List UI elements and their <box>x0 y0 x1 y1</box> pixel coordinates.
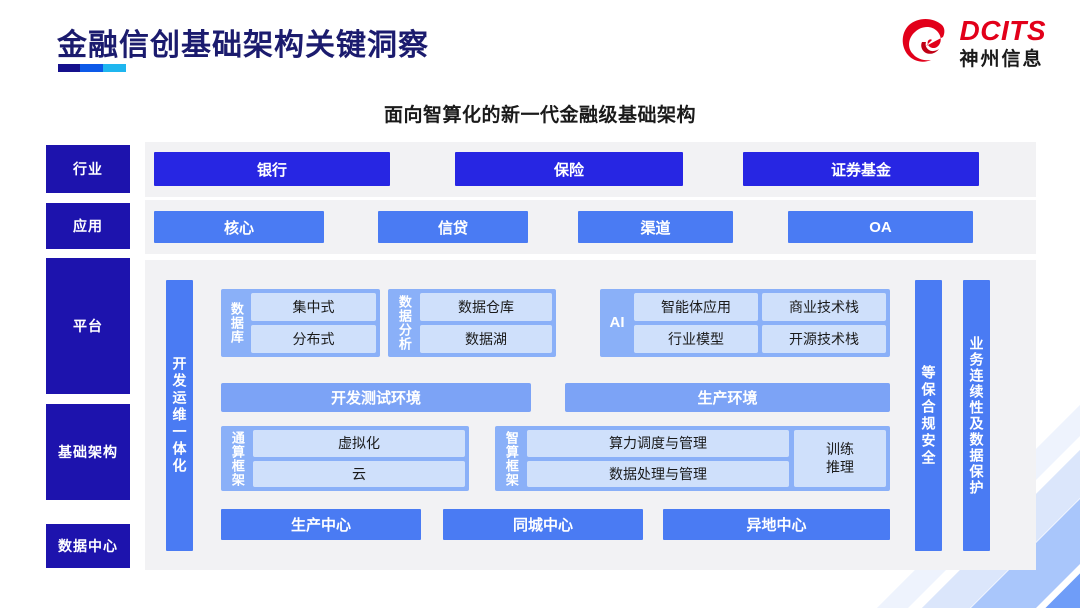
cell-cloud[interactable]: 云 <box>253 460 465 487</box>
group-data-analytics: 数据分析 数据仓库 数据湖 <box>388 289 556 357</box>
diagram-subtitle: 面向智算化的新一代金融级基础架构 <box>383 105 696 126</box>
rail-item-industry[interactable]: 行业 <box>46 145 130 193</box>
data-center-remote[interactable]: 异地中心 <box>663 509 890 540</box>
group-body-general-compute: 虚拟化 云 <box>253 430 465 487</box>
group-label-ai: AI <box>609 314 625 332</box>
vertical-bar-security-compliance[interactable]: 等保合规安全 <box>915 280 942 551</box>
industry-chip-insurance[interactable]: 保险 <box>455 152 683 186</box>
data-center-production[interactable]: 生产中心 <box>221 509 421 540</box>
header: 金融信创基础架构关键洞察 DCITS 神州信息 <box>0 0 1080 92</box>
group-label-database: 数据库 <box>228 302 244 344</box>
application-chip-channel[interactable]: 渠道 <box>578 211 733 243</box>
rail-item-infrastructure[interactable]: 基础架构 <box>46 404 130 500</box>
vertical-bar-business-continuity[interactable]: 业务连续性及数据保护 <box>963 280 990 551</box>
layer-rail: 行业 应用 平台 基础架构 数据中心 <box>46 142 130 570</box>
application-chip-credit[interactable]: 信贷 <box>378 211 528 243</box>
application-chip-oa[interactable]: OA <box>788 211 973 243</box>
cell-data-processing-management[interactable]: 数据处理与管理 <box>527 460 789 487</box>
cell-centralized[interactable]: 集中式 <box>251 293 376 321</box>
title-underline-rule <box>58 64 126 72</box>
cell-virtualization[interactable]: 虚拟化 <box>253 430 465 457</box>
rule-segment-3 <box>103 64 126 72</box>
architecture-diagram: 行业 应用 平台 基础架构 数据中心 银行 保险 证券基金 核心 信贷 渠道 O… <box>46 142 1036 570</box>
cell-training-inference[interactable]: 训练 推理 <box>794 430 886 487</box>
logo-text: DCITS 神州信息 <box>959 15 1047 70</box>
intelligent-compute-cells: 算力调度与管理 数据处理与管理 <box>527 430 789 487</box>
group-body-ai: 智能体应用 商业技术栈 行业模型 开源技术栈 <box>634 293 886 353</box>
group-ai: AI 智能体应用 商业技术栈 行业模型 开源技术栈 <box>600 289 890 357</box>
group-label-data-analytics: 数据分析 <box>396 295 412 351</box>
cell-commercial-tech-stack[interactable]: 商业技术栈 <box>762 293 886 321</box>
deco-stripe-4 <box>846 569 1080 608</box>
cell-data-lake[interactable]: 数据湖 <box>420 325 552 353</box>
group-body-database: 集中式 分布式 <box>251 293 376 353</box>
industry-chip-bank[interactable]: 银行 <box>154 152 390 186</box>
application-chip-core[interactable]: 核心 <box>154 211 324 243</box>
industry-chip-securities-fund[interactable]: 证券基金 <box>743 152 979 186</box>
rail-item-application[interactable]: 应用 <box>46 203 130 249</box>
red-swirl-logo-icon <box>902 19 944 62</box>
env-bar-dev-test[interactable]: 开发测试环境 <box>221 383 531 412</box>
cell-industry-model[interactable]: 行业模型 <box>634 325 758 353</box>
cell-distributed[interactable]: 分布式 <box>251 325 376 353</box>
group-label-general-compute-framework: 通算框架 <box>229 430 245 487</box>
cell-data-warehouse[interactable]: 数据仓库 <box>420 293 552 321</box>
logo-english-name: DCITS <box>959 15 1046 46</box>
cell-compute-scheduling-management[interactable]: 算力调度与管理 <box>527 430 789 457</box>
env-bar-production[interactable]: 生产环境 <box>565 383 890 412</box>
group-general-compute-framework: 通算框架 虚拟化 云 <box>221 426 469 491</box>
application-row: 核心 信贷 渠道 OA <box>145 211 1036 243</box>
group-label-intelligent-compute-framework: 智算框架 <box>503 430 519 487</box>
inference-label: 推理 <box>826 458 854 475</box>
logo-chinese-name: 神州信息 <box>959 49 1044 70</box>
group-database: 数据库 集中式 分布式 <box>221 289 380 357</box>
group-body-data-analytics: 数据仓库 数据湖 <box>420 293 552 353</box>
group-body-intelligent-compute: 算力调度与管理 数据处理与管理 训练 推理 <box>527 430 886 487</box>
group-intelligent-compute-framework: 智算框架 算力调度与管理 数据处理与管理 训练 推理 <box>495 426 890 491</box>
data-center-same-city[interactable]: 同城中心 <box>443 509 643 540</box>
brand-logo: DCITS 神州信息 <box>900 16 1047 70</box>
page-title: 金融信创基础架构关键洞察 <box>57 29 429 62</box>
cell-opensource-tech-stack[interactable]: 开源技术栈 <box>762 325 886 353</box>
vertical-bar-devops[interactable]: 开发运维一体化 <box>166 280 193 551</box>
industry-row: 银行 保险 证券基金 <box>145 152 1036 186</box>
training-label: 训练 <box>826 441 854 457</box>
platform-content: 开发运维一体化 等保合规安全 业务连续性及数据保护 数据库 集中式 分布式 数据… <box>145 260 1036 570</box>
rail-item-data-center[interactable]: 数据中心 <box>46 524 130 568</box>
rule-segment-2 <box>80 64 103 72</box>
cell-agent-application[interactable]: 智能体应用 <box>634 293 758 321</box>
layer-stack: 银行 保险 证券基金 核心 信贷 渠道 OA 开发运维一体化 等保合规安全 业务… <box>145 142 1036 570</box>
rule-segment-1 <box>58 64 80 72</box>
rail-item-platform[interactable]: 平台 <box>46 258 130 394</box>
